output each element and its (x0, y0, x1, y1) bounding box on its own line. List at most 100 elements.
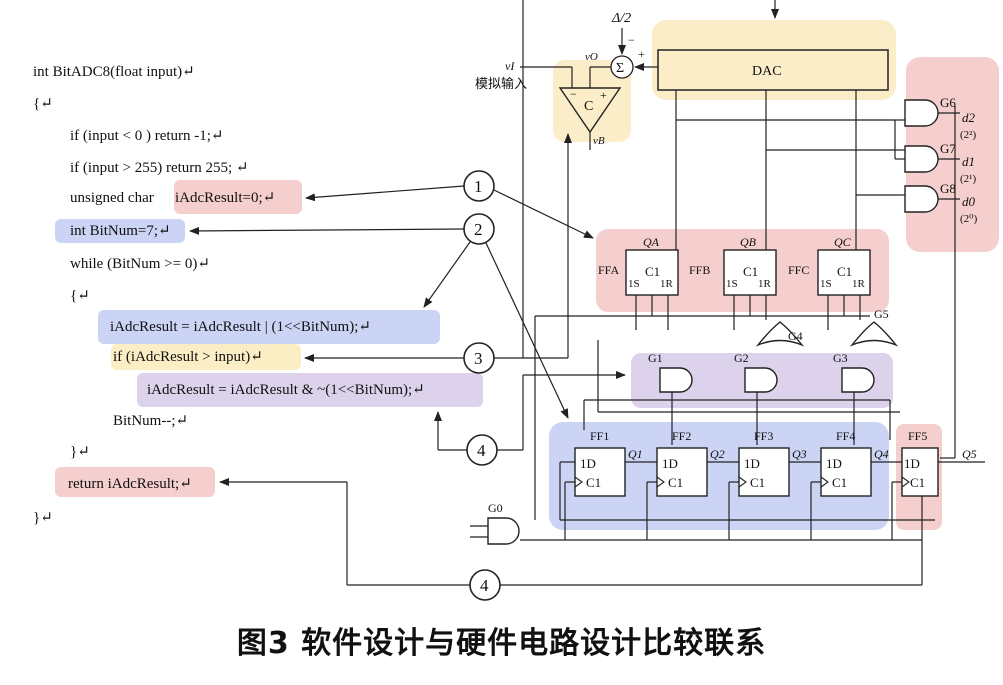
ff3-c: C1 (750, 475, 765, 490)
flipflop-c (817, 249, 871, 296)
ff-b-s: 1S (726, 278, 738, 290)
ff3-label: FF3 (754, 429, 773, 443)
code-line-or-assign: iAdcResult = iAdcResult | (1<<BitNum);↵ (110, 319, 371, 335)
ff-a-c1: C1 (645, 264, 660, 279)
gate-label-g2: G2 (734, 351, 749, 365)
ff5-label: FF5 (908, 429, 927, 443)
code-line-if-negative: if (input < 0 ) return -1;↵ (70, 128, 224, 144)
highlight-blue-or-line (98, 310, 440, 344)
delta-label: Δ/2 (611, 11, 631, 26)
and-gate-g1 (659, 367, 693, 393)
and-gate-g2 (744, 367, 778, 393)
marker-1: 1 (474, 177, 483, 196)
figure-caption: 图3 软件设计与硬件电路设计比较联系 (236, 626, 767, 661)
code-line-result-init: iAdcResult=0;↵ (175, 190, 276, 206)
output-d2-weight: (2²) (960, 129, 976, 141)
marker-2: 2 (474, 220, 483, 239)
marker-3: 3 (474, 349, 483, 368)
ff3-d: 1D (744, 456, 760, 471)
ff1-q: Q1 (628, 447, 643, 461)
ff-c-q: QC (834, 235, 852, 249)
ff2-c: C1 (668, 475, 683, 490)
ff2-label: FF2 (672, 429, 691, 443)
gate-label-g1: G1 (648, 351, 663, 365)
flipflop-3 (738, 447, 790, 497)
flipflop-2 (656, 447, 708, 497)
flipflop-1 (574, 447, 626, 497)
code-line-open-brace: {↵ (33, 96, 53, 112)
ff2-d: 1D (662, 456, 678, 471)
gate-label-g7: G7 (940, 141, 956, 156)
marker-4b: 4 (480, 576, 489, 595)
gate-label-g4: G4 (788, 329, 803, 343)
gate-label-g3: G3 (833, 351, 848, 365)
ff-c-c1: C1 (837, 264, 852, 279)
output-d1-weight: (2¹) (960, 173, 976, 185)
cmp-plus-sign: + (600, 88, 607, 102)
code-line-and-assign: iAdcResult = iAdcResult & ~(1<<BitNum);↵ (147, 382, 425, 398)
flipflop-a (625, 249, 679, 296)
gate-label-g5: G5 (874, 307, 889, 321)
vi-label: vI (505, 59, 515, 73)
gate-label-g6: G6 (940, 95, 956, 110)
code-line-signature: int BitADC8(float input)↵ (33, 64, 195, 80)
ff3-q: Q3 (792, 447, 807, 461)
dac-region (652, 20, 896, 100)
and-gate-g6 (904, 99, 939, 127)
ff-b-label: FFB (689, 263, 710, 277)
vo-label: vO (585, 51, 598, 63)
ff-a-s: 1S (628, 278, 640, 290)
flipflop-b (723, 249, 777, 296)
code-line-return: return iAdcResult;↵ (68, 476, 192, 492)
highlight-red-return (55, 467, 215, 497)
ff-a-r: 1R (660, 278, 674, 290)
vb-label: vB (593, 135, 605, 147)
ff-b-q: QB (740, 235, 757, 249)
ff-b-c1: C1 (743, 264, 758, 279)
code-line-unsigned-char: unsigned char (70, 190, 154, 206)
or-gate-g5 (849, 321, 899, 347)
ff4-d: 1D (826, 456, 842, 471)
code-line-decrement: BitNum--;↵ (113, 413, 189, 429)
analog-input-label: 模拟输入 (475, 76, 527, 91)
highlight-yellow-if-line (111, 344, 301, 370)
ff-a-label: FFA (598, 263, 619, 277)
comparator-triangle (558, 87, 622, 134)
code-line-if-compare: if (iAdcResult > input)↵ (113, 349, 263, 365)
ff5-c: C1 (910, 475, 925, 490)
and-gate-g7 (904, 145, 939, 173)
ff4-q: Q4 (874, 447, 889, 461)
and-gate-g3 (841, 367, 875, 393)
flipflop-4 (820, 447, 872, 497)
flipflop-5 (901, 447, 939, 497)
dac-block (657, 49, 889, 91)
gate-label-g8: G8 (940, 181, 956, 196)
and-gate-g0 (487, 517, 520, 545)
sum-minus-sign: − (628, 33, 635, 47)
ff4-label: FF4 (836, 429, 855, 443)
output-d0: d0 (962, 194, 976, 209)
marker-4a: 4 (477, 441, 486, 460)
ff-c-label: FFC (788, 263, 809, 277)
ff2-q: Q2 (710, 447, 725, 461)
output-d2: d2 (962, 110, 976, 125)
cmp-minus-sign: − (570, 87, 577, 101)
code-line-bitnum-init: int BitNum=7;↵ (70, 223, 171, 239)
comparator-label: C (584, 99, 593, 114)
ff4-c: C1 (832, 475, 847, 490)
sum-symbol: Σ (616, 61, 624, 76)
code-line-inner-open: {↵ (70, 288, 90, 304)
ff5-d: 1D (904, 456, 920, 471)
ff-a-q: QA (643, 235, 660, 249)
dac-label: DAC (752, 64, 782, 79)
output-d0-weight: (2⁰) (960, 213, 978, 225)
code-line-while: while (BitNum >= 0)↵ (70, 256, 210, 272)
and-gate-g8 (904, 185, 939, 213)
code-line-close-brace: }↵ (33, 510, 53, 526)
highlight-blue-bitnum (55, 219, 185, 243)
highlight-purple-and-line (137, 373, 483, 407)
ff5-q: Q5 (962, 447, 977, 461)
highlight-red-result-init (174, 180, 302, 214)
